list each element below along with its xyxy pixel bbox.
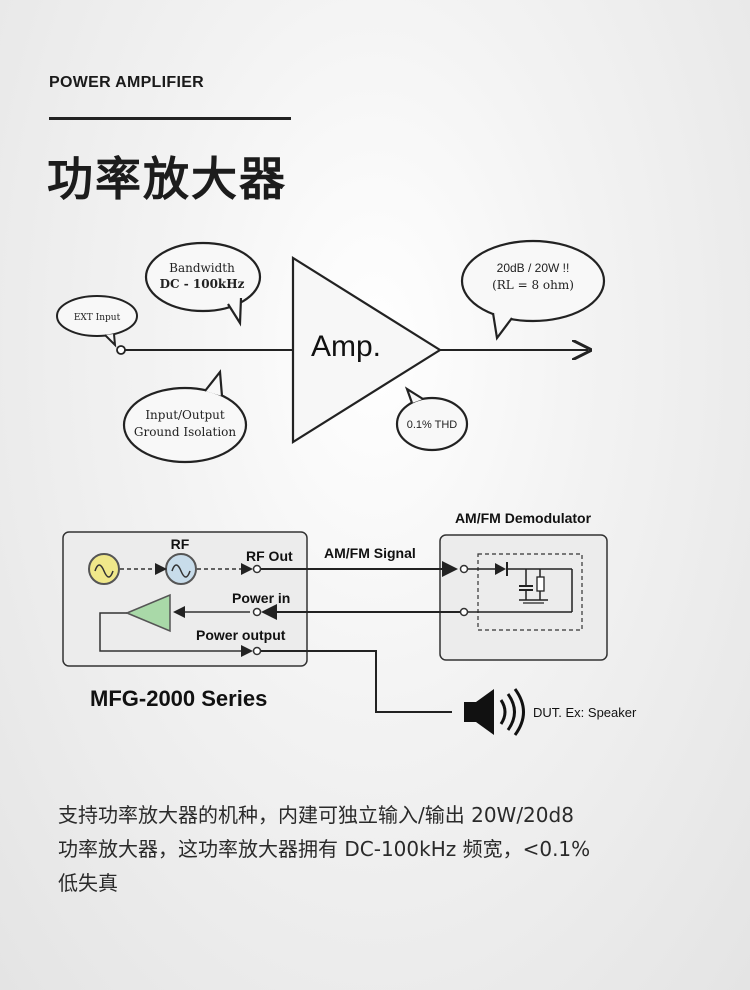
- title-divider: [49, 117, 291, 120]
- description-line-1: 支持功率放大器的机种，内建可独立输入/输出 20W/20d8: [58, 803, 574, 827]
- power-in-label: Power in: [232, 590, 290, 606]
- system-diagram: RF RF Out Power in Power output AM/FM Si…: [62, 510, 637, 736]
- source-sine-icon: [88, 553, 120, 585]
- description-line-3: 低失真: [58, 871, 118, 895]
- amp-label: Amp.: [311, 330, 381, 363]
- power-output-line: [261, 650, 452, 713]
- bandwidth-bubble: Bandwidth DC - 100kHz: [144, 241, 262, 327]
- demodulator-title: AM/FM Demodulator: [455, 510, 592, 526]
- rf-out-label: RF Out: [246, 548, 293, 564]
- rf-sine-icon: [165, 553, 197, 585]
- description: 支持功率放大器的机种，内建可独立输入/输出 20W/20d8 功率放大器，这功率…: [58, 798, 708, 900]
- ext-input-bubble: EXT Input: [56, 295, 138, 348]
- demodulator-circuit-frame: [477, 553, 583, 631]
- ext-input-label: EXT Input: [74, 313, 121, 323]
- power-output-port: [252, 646, 262, 656]
- signal-label: AM/FM Signal: [324, 545, 416, 561]
- device-series-label: MFG-2000 Series: [90, 686, 267, 711]
- power-output-label: Power output: [196, 627, 286, 643]
- rf-label: RF: [171, 536, 190, 552]
- power-bubble: 20dB / 20W !! (RL = 8 ohm): [460, 239, 606, 341]
- input-terminal: [116, 345, 126, 355]
- thd-bubble: 0.1% THD: [395, 386, 469, 452]
- bandwidth-line2: DC - 100kHz: [160, 277, 245, 291]
- isolation-line1: Input/Output: [145, 408, 225, 422]
- power-line2: (RL = 8 ohm): [492, 278, 574, 292]
- power-line1: 20dB / 20W !!: [497, 261, 570, 275]
- section-label: POWER AMPLIFIER: [49, 74, 205, 91]
- dut-label: DUT. Ex: Speaker: [533, 705, 637, 720]
- power-in-port: [252, 607, 262, 617]
- description-line-2: 功率放大器，这功率放大器拥有 DC-100kHz 频宽，<0.1%: [58, 837, 591, 861]
- bandwidth-line1: Bandwidth: [169, 261, 235, 275]
- isolation-bubble: Input/Output Ground Isolation: [122, 369, 248, 464]
- amp-concept-diagram: Amp. EXT Input Bandwidth DC - 100kHz Inp…: [56, 239, 606, 464]
- page-title: 功率放大器: [47, 152, 287, 206]
- isolation-line2: Ground Isolation: [134, 425, 237, 439]
- internal-amp-icon: [125, 593, 171, 633]
- rf-out-port: [252, 564, 262, 574]
- amp-triangle: [291, 256, 443, 444]
- thd-label: 0.1% THD: [407, 419, 458, 431]
- speaker-icon: [464, 688, 525, 736]
- demodulator-box: [439, 534, 608, 661]
